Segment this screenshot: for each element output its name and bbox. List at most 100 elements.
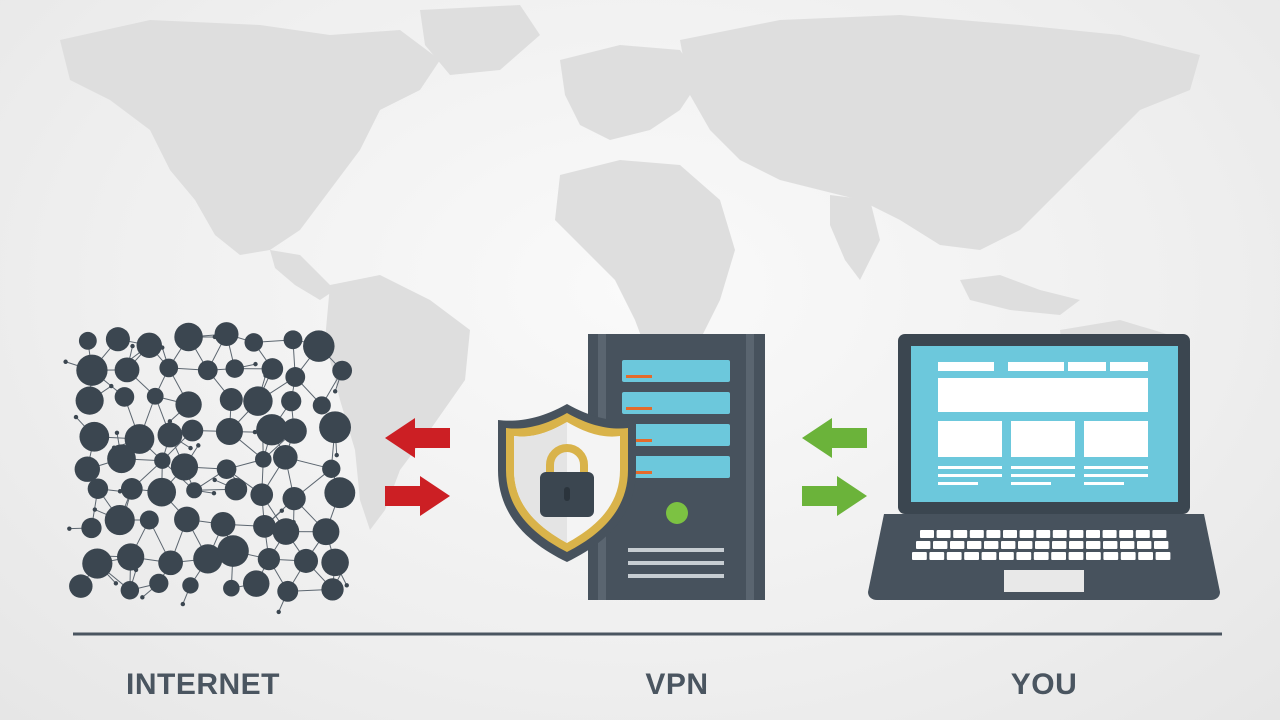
network-small-node (252, 429, 258, 435)
network-small-node (114, 430, 120, 435)
network-node (181, 419, 204, 442)
network-node (81, 517, 102, 539)
network-small-node (63, 359, 68, 364)
network-node (242, 570, 270, 597)
green-arrow-right (802, 476, 867, 516)
keyboard-key (1103, 541, 1118, 549)
network-node (117, 543, 145, 571)
webpage-content (938, 362, 1148, 485)
network-graph-icon (63, 322, 356, 615)
keyboard-key (981, 552, 997, 560)
keyboard-key (1120, 541, 1135, 549)
network-small-node (140, 595, 145, 600)
network-node (82, 548, 113, 579)
you-label: YOU (1010, 668, 1078, 701)
network-node (324, 477, 356, 509)
network-node (219, 388, 243, 412)
network-node (197, 360, 218, 381)
status-light-icon (666, 502, 688, 524)
bidirectional-red-arrows-icon (385, 418, 450, 516)
bidirectional-green-arrows-icon (802, 418, 867, 516)
network-node (277, 580, 299, 602)
network-node (147, 477, 177, 507)
keyboard-key (1019, 530, 1034, 538)
network-node (114, 387, 135, 407)
network-node (256, 414, 288, 446)
keyboard-key (936, 530, 951, 538)
network-small-node (130, 343, 135, 349)
keyboard-key (1138, 552, 1153, 560)
network-node (224, 477, 248, 501)
network-node (217, 535, 249, 567)
network-small-node (73, 414, 79, 420)
network-small-node (167, 419, 173, 424)
keyboard-key (999, 552, 1014, 560)
network-node (157, 422, 183, 448)
padlock-shackle (546, 444, 588, 476)
network-node (87, 478, 109, 499)
green-arrow-left (802, 418, 867, 458)
network-node (136, 332, 162, 359)
network-node (281, 418, 307, 444)
keyboard-key (964, 552, 979, 560)
network-node (215, 418, 243, 445)
keyboard-key (1120, 552, 1136, 560)
network-node (210, 511, 236, 537)
keyboard-key (1068, 552, 1084, 560)
network-small-node (113, 581, 119, 586)
red-arrow-right (385, 476, 450, 516)
network-node (170, 453, 199, 481)
keyboard-key (969, 530, 984, 538)
keyboard-key (1154, 541, 1169, 549)
network-node (254, 451, 272, 468)
network-node (214, 322, 239, 347)
network-node (261, 358, 284, 380)
keyboard-key (1119, 530, 1134, 538)
network-small-node (279, 508, 285, 513)
network-node (76, 354, 108, 386)
network-node (285, 367, 306, 387)
keyboard-key (929, 552, 945, 560)
network-small-node (92, 507, 98, 512)
network-node (120, 478, 143, 500)
network-node (223, 579, 240, 597)
network-small-node (188, 445, 193, 451)
keyboard-key (953, 530, 968, 538)
keyboard-key (1052, 530, 1067, 538)
network-node (174, 322, 203, 352)
keyboard-key (1018, 541, 1033, 549)
shield-lock-icon (498, 404, 636, 562)
network-small-node (67, 526, 72, 531)
network-node (75, 386, 104, 415)
keyboard-key (1103, 552, 1119, 560)
network-node (182, 577, 199, 594)
network-node (107, 444, 136, 474)
keyboard-key (1036, 530, 1051, 538)
network-node (225, 359, 244, 378)
network-node (283, 330, 303, 350)
network-node (79, 421, 110, 452)
network-node (250, 483, 274, 507)
keyboard-key (984, 541, 999, 549)
keyboard-key (933, 541, 948, 549)
keyboard-key (1086, 552, 1101, 560)
network-node (139, 510, 159, 530)
keyboard-key (1051, 552, 1066, 560)
network-node (303, 330, 335, 362)
network-small-node (332, 389, 338, 394)
network-node (104, 505, 135, 536)
vpn-label: VPN (645, 668, 709, 701)
keyboard-key (1086, 530, 1100, 538)
keyboard-key (1052, 541, 1067, 549)
keyboard-key (1035, 541, 1050, 549)
keyboard-key (1069, 541, 1084, 549)
network-node (149, 573, 169, 593)
network-node (154, 452, 171, 469)
keyboard-key (1135, 530, 1150, 538)
network-node (281, 391, 302, 412)
keyboard-key (967, 541, 982, 549)
network-node (272, 518, 300, 545)
network-small-node (212, 477, 217, 483)
network-node (158, 550, 183, 576)
network-node (124, 424, 155, 454)
